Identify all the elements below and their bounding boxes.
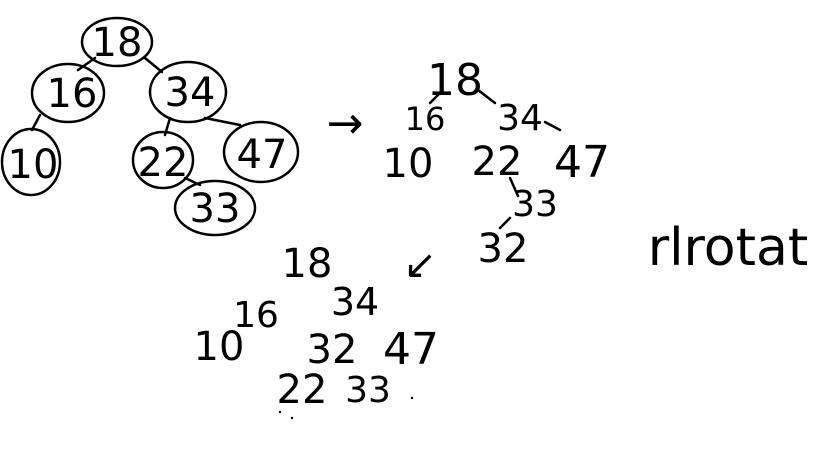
edge-16-10 (30, 113, 42, 132)
node-circle-18 (80, 16, 154, 68)
node-label: 18 (92, 20, 143, 66)
edge-22-33 (508, 176, 520, 198)
node-label: 33 (345, 370, 391, 411)
stray-dot (278, 410, 282, 414)
node-label: 47 (237, 132, 288, 178)
tree-middle: 18 16 34 10 22 47 33 32 (383, 55, 610, 272)
node-circle-16 (30, 62, 106, 124)
node-label: 18 (427, 55, 483, 106)
node-label: 34 (497, 98, 543, 139)
node-label: 18 (282, 241, 333, 287)
node-circle-10 (0, 127, 62, 197)
edge-18-34 (476, 88, 497, 105)
tree-before: 18 16 34 10 22 47 33 (0, 16, 300, 237)
edge-18-34 (143, 56, 164, 74)
node-label: 10 (383, 141, 434, 187)
node-label: 33 (190, 186, 241, 232)
node-label: 47 (554, 137, 610, 188)
node-label: 34 (165, 70, 216, 116)
node-label: 22 (138, 140, 189, 186)
node-label: 10 (8, 142, 59, 188)
edge-33-32 (498, 216, 512, 230)
node-label: 16 (233, 295, 279, 336)
node-label: 10 (194, 324, 245, 370)
node-label: 32 (478, 226, 529, 272)
node-label: 33 (512, 184, 558, 225)
stray-dot (290, 416, 294, 420)
rotation-annotation: rlrotat (648, 218, 809, 278)
down-left-arrow-icon: ↙ (403, 242, 437, 288)
edge-34-47 (543, 120, 562, 132)
node-label: 16 (405, 100, 446, 138)
node-label: 22 (472, 139, 523, 185)
edge-18-16 (428, 91, 442, 105)
right-arrow-icon: → (327, 98, 364, 149)
node-label: 47 (383, 324, 439, 375)
node-circle-34 (148, 60, 228, 124)
node-label: 34 (331, 280, 379, 324)
node-circle-47 (222, 120, 300, 184)
node-label: 16 (47, 71, 98, 117)
node-label: 32 (307, 327, 358, 373)
edge-34-47 (203, 116, 242, 127)
node-circle-33 (173, 179, 257, 237)
tree-after: 18 16 34 10 32 47 22 33 (194, 241, 439, 413)
node-circle-22 (131, 130, 195, 190)
node-label: 22 (277, 367, 328, 413)
stray-dot (410, 396, 414, 400)
